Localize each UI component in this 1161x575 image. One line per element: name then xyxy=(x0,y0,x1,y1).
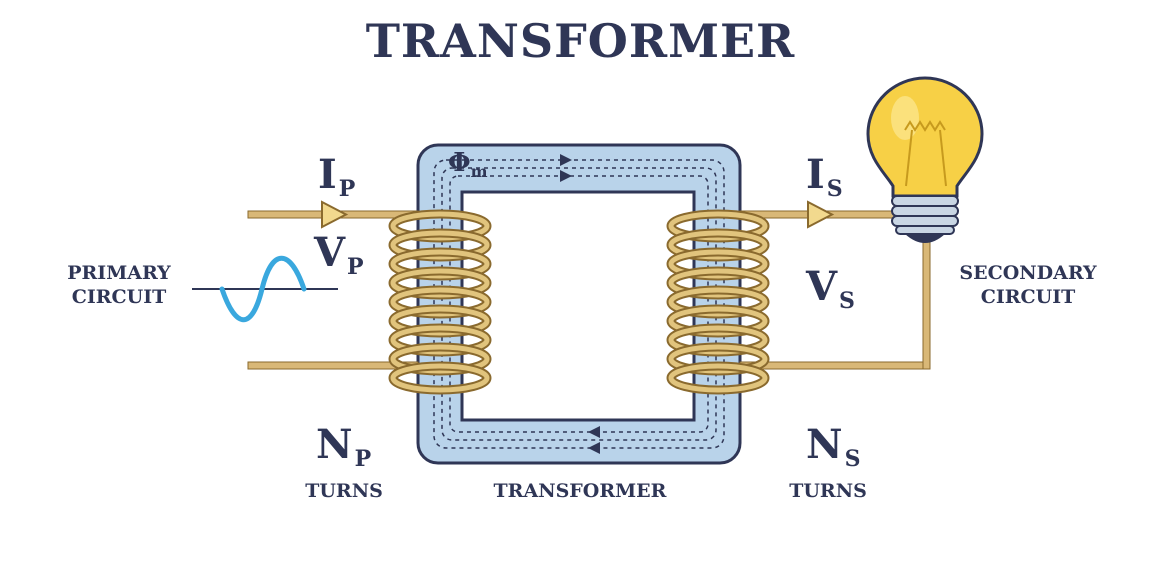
coil-turn-highlight xyxy=(390,363,490,393)
secondary-current-symbol: IS xyxy=(806,151,843,202)
coil-turn-highlight xyxy=(668,287,768,317)
coil-turn-highlight xyxy=(668,306,768,336)
secondary-turns-label: TURNS xyxy=(789,480,867,502)
primary-coil xyxy=(388,209,492,395)
primary-turns-label: TURNS xyxy=(305,480,383,502)
primary-turns-symbol: NP xyxy=(316,421,372,472)
page-title: TRANSFORMER xyxy=(365,14,796,68)
primary-circuit-label: PRIMARY CIRCUIT xyxy=(67,262,171,308)
light-bulb-icon xyxy=(866,76,984,243)
coil-turn-highlight xyxy=(390,325,490,355)
primary-current-symbol: IP xyxy=(318,151,356,202)
flux-lines xyxy=(433,159,725,449)
transformer-core xyxy=(416,143,742,465)
secondary-circuit-label: SECONDARY CIRCUIT xyxy=(959,262,1097,308)
coil-turn-highlight xyxy=(390,306,490,336)
coil-turn-highlight xyxy=(668,363,768,393)
coil-turn-highlight xyxy=(668,344,768,374)
coil-turn-highlight xyxy=(668,325,768,355)
coil-turn-highlight xyxy=(390,268,490,298)
secondary-turns-symbol: NS xyxy=(806,421,861,472)
coil-turn-highlight xyxy=(668,230,768,260)
current-arrow-icon xyxy=(321,200,349,229)
current-arrow-icon xyxy=(807,200,835,229)
coil-turn-highlight xyxy=(668,211,768,241)
secondary-voltage-symbol: VS xyxy=(806,263,855,314)
secondary-coil xyxy=(666,209,770,395)
coil-turn-highlight xyxy=(390,230,490,260)
flux-arrow-icon xyxy=(560,154,600,454)
coil-turn-highlight xyxy=(390,344,490,374)
core-label: TRANSFORMER xyxy=(493,480,667,502)
coil-turn-highlight xyxy=(668,249,768,279)
coil-turn-highlight xyxy=(390,249,490,279)
primary-voltage-symbol: VP xyxy=(314,229,364,280)
sine-wave-icon xyxy=(192,256,338,322)
coil-turn-highlight xyxy=(390,287,490,317)
coil-turn-highlight xyxy=(668,268,768,298)
flux-symbol: Φm xyxy=(448,148,488,181)
coil-turn-highlight xyxy=(390,211,490,241)
